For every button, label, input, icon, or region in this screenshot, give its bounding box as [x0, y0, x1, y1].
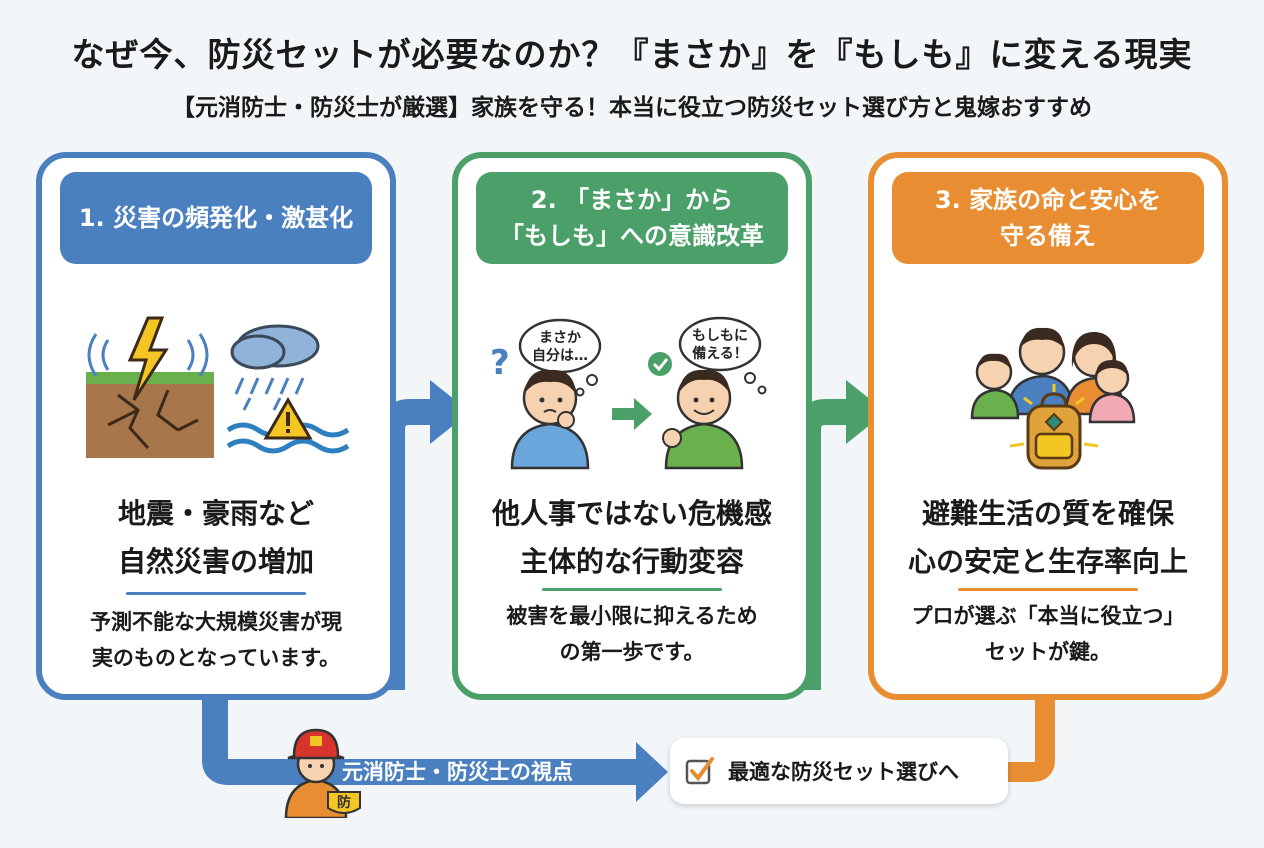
card1-divider: [126, 592, 306, 595]
firefighter-badge-text: 防: [337, 794, 351, 811]
card2-illustration: まさか 自分は… ? もしもに 備える！: [490, 316, 767, 470]
card2-desc-line2: の第一歩です。: [559, 640, 705, 664]
card2-desc-line1: 被害を最小限に抑えるため: [506, 604, 758, 628]
card2-heading: 2. 「まさか」から 「もしも」への意識改革: [476, 172, 788, 264]
card2-divider: [542, 588, 722, 591]
perspective-label: 元消防士・防災士の視点: [342, 760, 573, 784]
goal-box[interactable]: 最適な防災セット選びへ: [670, 738, 1008, 804]
flow-arrow-green-up: [795, 399, 848, 690]
flow-arrowhead-blue-bottom: [636, 742, 668, 802]
card3-illustration: [970, 327, 1136, 470]
bubble-masaka-line2: 自分は…: [532, 347, 588, 364]
backpack-icon: [1009, 384, 1099, 470]
flow-arrowhead-green-up: [846, 380, 886, 444]
earthquake-icon: [86, 316, 214, 458]
check-icon: [648, 352, 672, 376]
bubble-moshimo-line1: もしもに: [692, 328, 748, 344]
card1-desc-line2: 実のものとなっています。: [91, 646, 341, 670]
worried-person: まさか 自分は… ?: [490, 318, 602, 470]
card1-illustration: [86, 316, 350, 458]
card-disaster-frequency: 1. 災害の頻発化・激甚化 地震・豪雨など 自然災害の増加 予測不能な大規模災害…: [36, 152, 396, 700]
card3-desc-line1: プロが選ぶ「本当に役立つ」: [911, 604, 1185, 628]
card-family-protection: 3. 家族の命と安心を 守る備え 避難生活の質を確保 心の安定と生存率向上 プロ…: [868, 152, 1228, 700]
checkbox-icon: [685, 757, 714, 785]
family-icon: [970, 327, 1136, 424]
card1-heading: 1. 災害の頻発化・激甚化: [60, 172, 372, 264]
bubble-masaka-line1: まさか: [539, 330, 581, 346]
warning-icon: [263, 397, 313, 440]
card1-desc-line1: 予測不能な大規模災害が現: [90, 610, 342, 634]
goal-label: 最適な防災セット選びへ: [728, 760, 959, 784]
card3-desc-line2: セットが鍵。: [985, 640, 1111, 664]
card1-headline-line2: 自然災害の増加: [117, 545, 314, 578]
card3-divider: [958, 588, 1138, 591]
bubble-moshimo-line2: 備える！: [692, 345, 748, 362]
card2-headline-line2: 主体的な行動変容: [519, 545, 744, 578]
firefighter-icon: 防: [284, 728, 361, 818]
card3-headline-line2: 心の安定と生存率向上: [907, 545, 1188, 578]
resolved-person: もしもに 備える！: [648, 316, 767, 470]
card3-heading: 3. 家族の命と安心を 守る備え: [892, 172, 1204, 264]
page-subtitle: 【元消防士・防災士が厳選】家族を守る！本当に役立つ防災セット選び方と鬼嫁おすすめ: [172, 95, 1092, 121]
transition-arrow: [612, 398, 652, 430]
flow-arrow-blue-bottom: [202, 690, 640, 785]
question-icon: ?: [490, 343, 510, 383]
page-title: なぜ今、防災セットが必要なのか？『まさか』を『もしも』に変える現実: [71, 35, 1193, 74]
rain-flood-icon: [226, 324, 350, 454]
flow-arrow-blue-up: [379, 399, 432, 690]
card-mindset-shift: 2. 「まさか」から 「もしも」への意識改革 まさか 自分は… ? もしもに 備…: [452, 152, 812, 700]
flow-arrow-orange-bottom: [1000, 690, 1055, 782]
card1-headline-line1: 地震・豪雨など: [117, 497, 314, 530]
card2-headline-line1: 他人事ではない危機感: [491, 497, 772, 530]
card3-headline-line1: 避難生活の質を確保: [921, 497, 1174, 530]
flow-arrowhead-blue-up: [430, 380, 470, 444]
